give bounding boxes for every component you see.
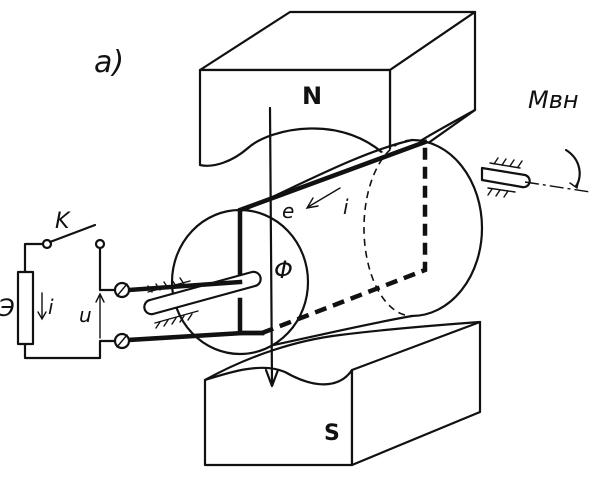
- terminal-top: [113, 281, 131, 299]
- flux-label: Φ: [274, 256, 293, 284]
- coil-leads: [125, 279, 265, 343]
- terminal-bottom: [113, 332, 131, 350]
- external-moment-label: Mвн: [528, 86, 579, 114]
- rotation-axis: [524, 181, 591, 193]
- coil-back-side: [261, 142, 428, 336]
- south-pole-magnet: [203, 320, 482, 467]
- figure-tag: a): [94, 45, 124, 80]
- south-pole-label: S: [324, 421, 340, 446]
- rotor-cylinder: [170, 138, 484, 356]
- moment-arrow: [564, 148, 581, 188]
- source-element: [16, 270, 35, 346]
- flux-arrow: [264, 106, 280, 388]
- switch-label: K: [55, 209, 71, 234]
- switch-contact-right: [94, 238, 106, 250]
- switch-blade: [48, 223, 97, 244]
- emf-label: e: [282, 199, 294, 223]
- external-circuit: [16, 223, 117, 360]
- source-label: Э: [0, 294, 15, 322]
- voltage-label: u: [79, 303, 92, 327]
- shaft-right: [480, 148, 591, 198]
- coil-current-label: i: [343, 195, 349, 219]
- source-current-label: i: [48, 295, 54, 319]
- north-pole-label: N: [302, 82, 322, 110]
- north-pole-magnet: [198, 10, 477, 172]
- coil-current-arrow: [305, 187, 341, 209]
- coil-front-upper: [237, 139, 428, 285]
